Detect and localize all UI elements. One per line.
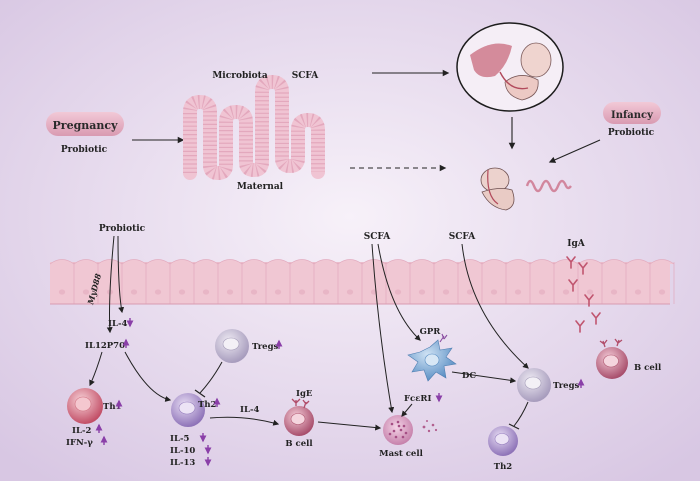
fetus-womb-icon [456,22,564,112]
probiotic-left-label: Probiotic [61,145,108,155]
iga-label: IgA [567,239,586,249]
maternal-label: Maternal [237,182,284,192]
scfa-right-label: SCFA [449,232,477,242]
il12p70-label: IL12P70 [85,341,125,351]
arrow-scfa-to-tregs [461,243,529,369]
inhibit-bar-th2-right [508,423,520,430]
scfa-mid-label: SCFA [364,232,392,242]
tregs-left-label: Tregs [252,342,279,352]
arrow-probiotic-to-il12 [106,235,115,334]
th2-right-label: Th2 [494,462,513,472]
tregs-left-cell [215,329,249,363]
arrow-scfa-to-mast [371,243,395,414]
maternal-gut [183,75,325,180]
mast-granules [422,420,438,433]
arrow-probiotic-to-il4 [117,235,125,314]
il4-top-label: IL-4 [108,319,127,329]
arrow-il12-to-th2 [124,351,172,402]
il5-label: IL-5 [170,434,189,444]
th2-left-label: Th2 [198,400,217,410]
arrow-bcell-to-mast [317,421,382,431]
dendritic-cell [407,333,457,382]
arrow-fceri-to-mast [401,403,413,417]
inhibit-bar-th2 [194,389,206,398]
infant-icon [480,167,515,211]
il13-label: IL-13 [170,458,195,468]
il10-label: IL-10 [170,446,195,456]
arrow-scfa-to-gpr [377,243,421,341]
th1-cell [67,388,103,424]
pregnancy-badge [46,112,124,136]
iga-antibody-icons [566,256,601,333]
ige-label: IgE [296,389,313,399]
probiotic-right-label: Probiotic [608,128,655,138]
th2-left-cell [171,393,205,427]
th1-label: Th1 [103,402,122,412]
il2-label: IL-2 [72,426,91,436]
infant-gut-squiggle [525,179,572,193]
arrow-infancy-to-infant [548,139,601,163]
mast-cell [383,415,413,445]
il4-arrow-label: IL-4 [240,405,259,415]
tregs-right-label: Tregs [553,381,580,391]
arrow-il12-to-th1 [89,351,103,387]
arrow-th2-to-bcell [209,416,280,426]
infancy-badge [603,102,661,124]
fceri-label: FcεRI [404,394,431,404]
mastcell-label: Mast cell [379,449,423,459]
dc-label: DC [462,371,476,381]
microbiota-label: Microbiota [212,71,267,81]
th2-right-cell [488,426,518,456]
infancy-label: Infancy [611,110,654,121]
bcell-right-cell [596,338,628,379]
bcell-right-label: B cell [634,363,662,373]
inhibit-tregs-to-th2 [199,361,223,394]
probiotic-mid-label: Probiotic [99,224,146,234]
pregnancy-label: Pregnancy [53,119,119,132]
ifn-label: IFN-γ [66,438,93,448]
gpr-label: GPR [420,327,442,337]
bcell-mid-label: B cell [285,439,313,449]
bcell-mid-cell [284,398,314,436]
intestinal-epithelium [49,259,675,305]
scfa-top-label: SCFA [292,71,320,81]
tregs-right-cell [517,368,551,402]
inhibit-tregs-to-th2-right [513,401,529,427]
arrow-dc-to-tregs [451,371,517,384]
